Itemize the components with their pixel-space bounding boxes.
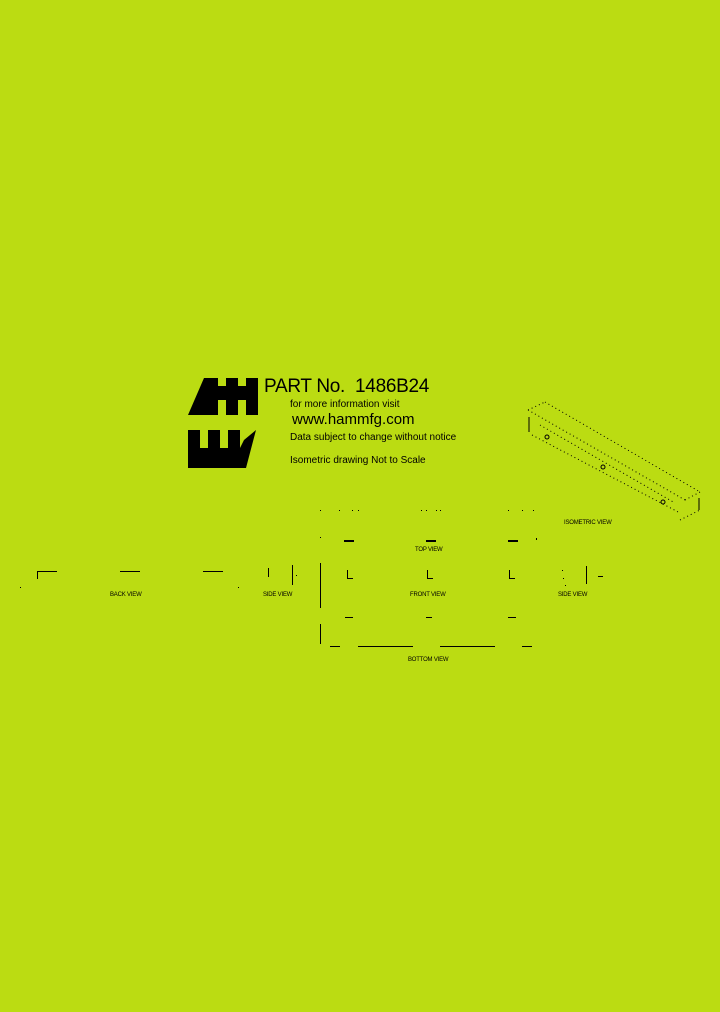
info-line: for more information visit — [290, 399, 400, 410]
isometric-view-label: ISOMETRIC VIEW — [564, 520, 612, 526]
isometric-drawing — [527, 401, 701, 521]
scale-note: Isometric drawing Not to Scale — [290, 455, 426, 466]
side-view-left-label: SIDE VIEW — [263, 592, 293, 598]
top-view-drawing — [320, 510, 537, 542]
website-link[interactable]: www.hammfg.com — [292, 411, 415, 428]
front-view-label: FRONT VIEW — [410, 592, 446, 598]
back-view-label: BACK VIEW — [110, 592, 142, 598]
part-number-title: PART No. 1486B24 — [264, 376, 429, 398]
hammond-logo-icon — [188, 378, 258, 468]
top-view-label: TOP VIEW — [415, 547, 443, 553]
side-view-right-label: SIDE VIEW — [558, 592, 588, 598]
notice-text: Data subject to change without notice — [290, 432, 457, 443]
bottom-view-label: BOTTOM VIEW — [408, 657, 449, 663]
part-label: PART No. — [264, 376, 346, 397]
part-number: 1486B24 — [355, 376, 430, 397]
